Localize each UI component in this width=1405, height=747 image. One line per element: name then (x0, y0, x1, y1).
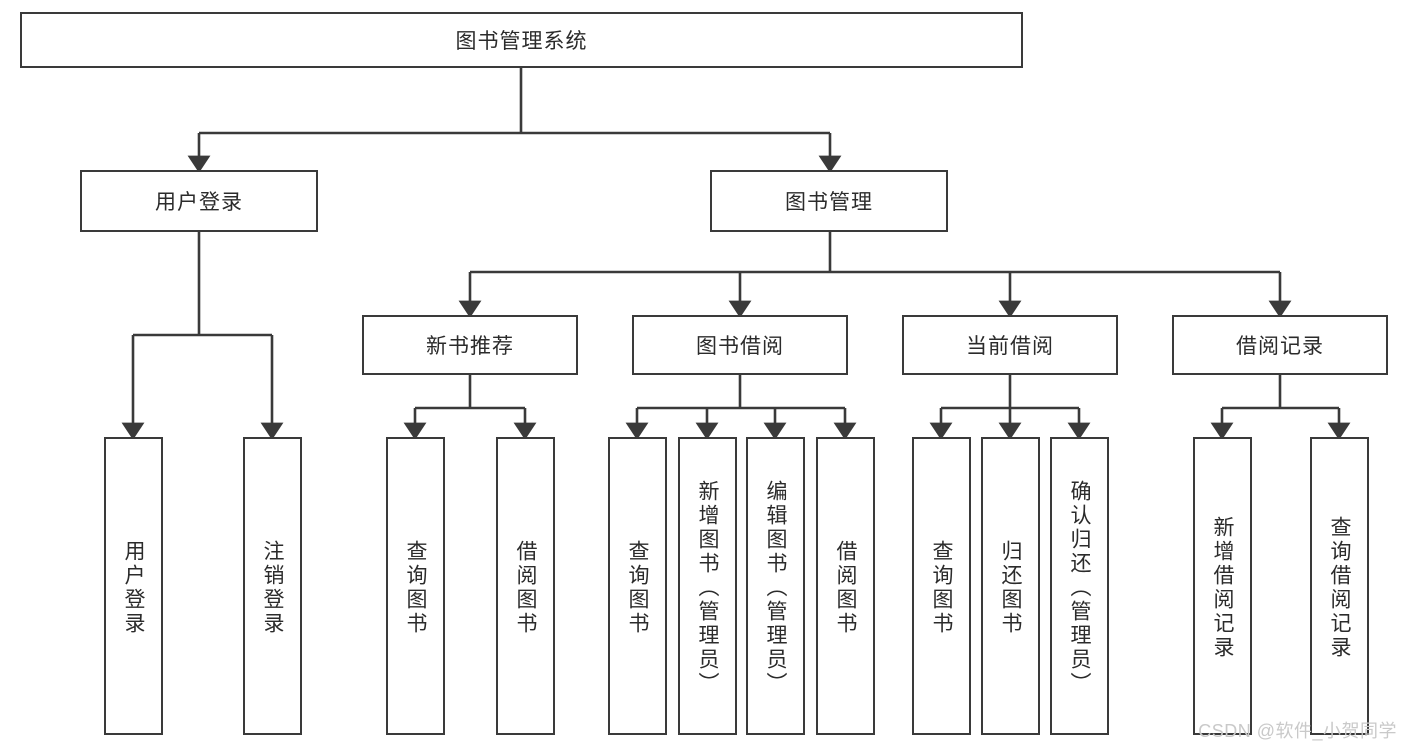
node-leaf-user-login[interactable]: 用户登录 (104, 437, 163, 735)
node-leaf-query-borrow-record[interactable]: 查询借阅记录 (1310, 437, 1369, 735)
node-label: 查询图书 (626, 540, 649, 636)
node-label: 图书管理系统 (455, 30, 588, 53)
node-label: 新增图书（管理员） (696, 480, 719, 696)
node-leaf-borrow-book-2[interactable]: 借阅图书 (816, 437, 875, 735)
node-leaf-query-book-2[interactable]: 查询图书 (608, 437, 667, 735)
node-new-book-rec[interactable]: 新书推荐 (362, 315, 578, 375)
node-leaf-logout-login[interactable]: 注销登录 (243, 437, 302, 735)
node-label: 当前借阅 (966, 335, 1054, 358)
node-root-system[interactable]: 图书管理系统 (20, 12, 1023, 68)
node-leaf-query-book-1[interactable]: 查询图书 (386, 437, 445, 735)
node-label: 查询图书 (930, 540, 953, 636)
node-label: 图书借阅 (696, 335, 784, 358)
node-leaf-query-book-3[interactable]: 查询图书 (912, 437, 971, 735)
node-label: 查询借阅记录 (1328, 516, 1351, 660)
node-label: 查询图书 (404, 540, 427, 636)
node-leaf-confirm-return-admin[interactable]: 确认归还（管理员） (1050, 437, 1109, 735)
watermark-label: CSDN @软件_小贺同学 (1198, 721, 1397, 741)
node-book-manage[interactable]: 图书管理 (710, 170, 948, 232)
node-label: 借阅记录 (1236, 335, 1324, 358)
node-leaf-add-book-admin[interactable]: 新增图书（管理员） (678, 437, 737, 735)
node-label: 借阅图书 (834, 540, 857, 636)
node-label: 确认归还（管理员） (1068, 480, 1091, 696)
node-book-borrow[interactable]: 图书借阅 (632, 315, 848, 375)
node-current-borrow[interactable]: 当前借阅 (902, 315, 1118, 375)
node-leaf-return-book[interactable]: 归还图书 (981, 437, 1040, 735)
node-label: 图书管理 (785, 191, 873, 214)
node-label: 归还图书 (999, 540, 1022, 636)
node-borrow-record[interactable]: 借阅记录 (1172, 315, 1388, 375)
node-leaf-edit-book-admin[interactable]: 编辑图书（管理员） (746, 437, 805, 735)
node-user-login[interactable]: 用户登录 (80, 170, 318, 232)
node-label: 编辑图书（管理员） (764, 480, 787, 696)
node-label: 用户登录 (155, 191, 243, 214)
node-label: 用户登录 (122, 540, 145, 636)
node-label: 借阅图书 (514, 540, 537, 636)
node-label: 注销登录 (261, 540, 284, 636)
node-leaf-add-borrow-record[interactable]: 新增借阅记录 (1193, 437, 1252, 735)
node-label: 新书推荐 (426, 335, 514, 358)
node-leaf-borrow-book-1[interactable]: 借阅图书 (496, 437, 555, 735)
node-label: 新增借阅记录 (1211, 516, 1234, 660)
